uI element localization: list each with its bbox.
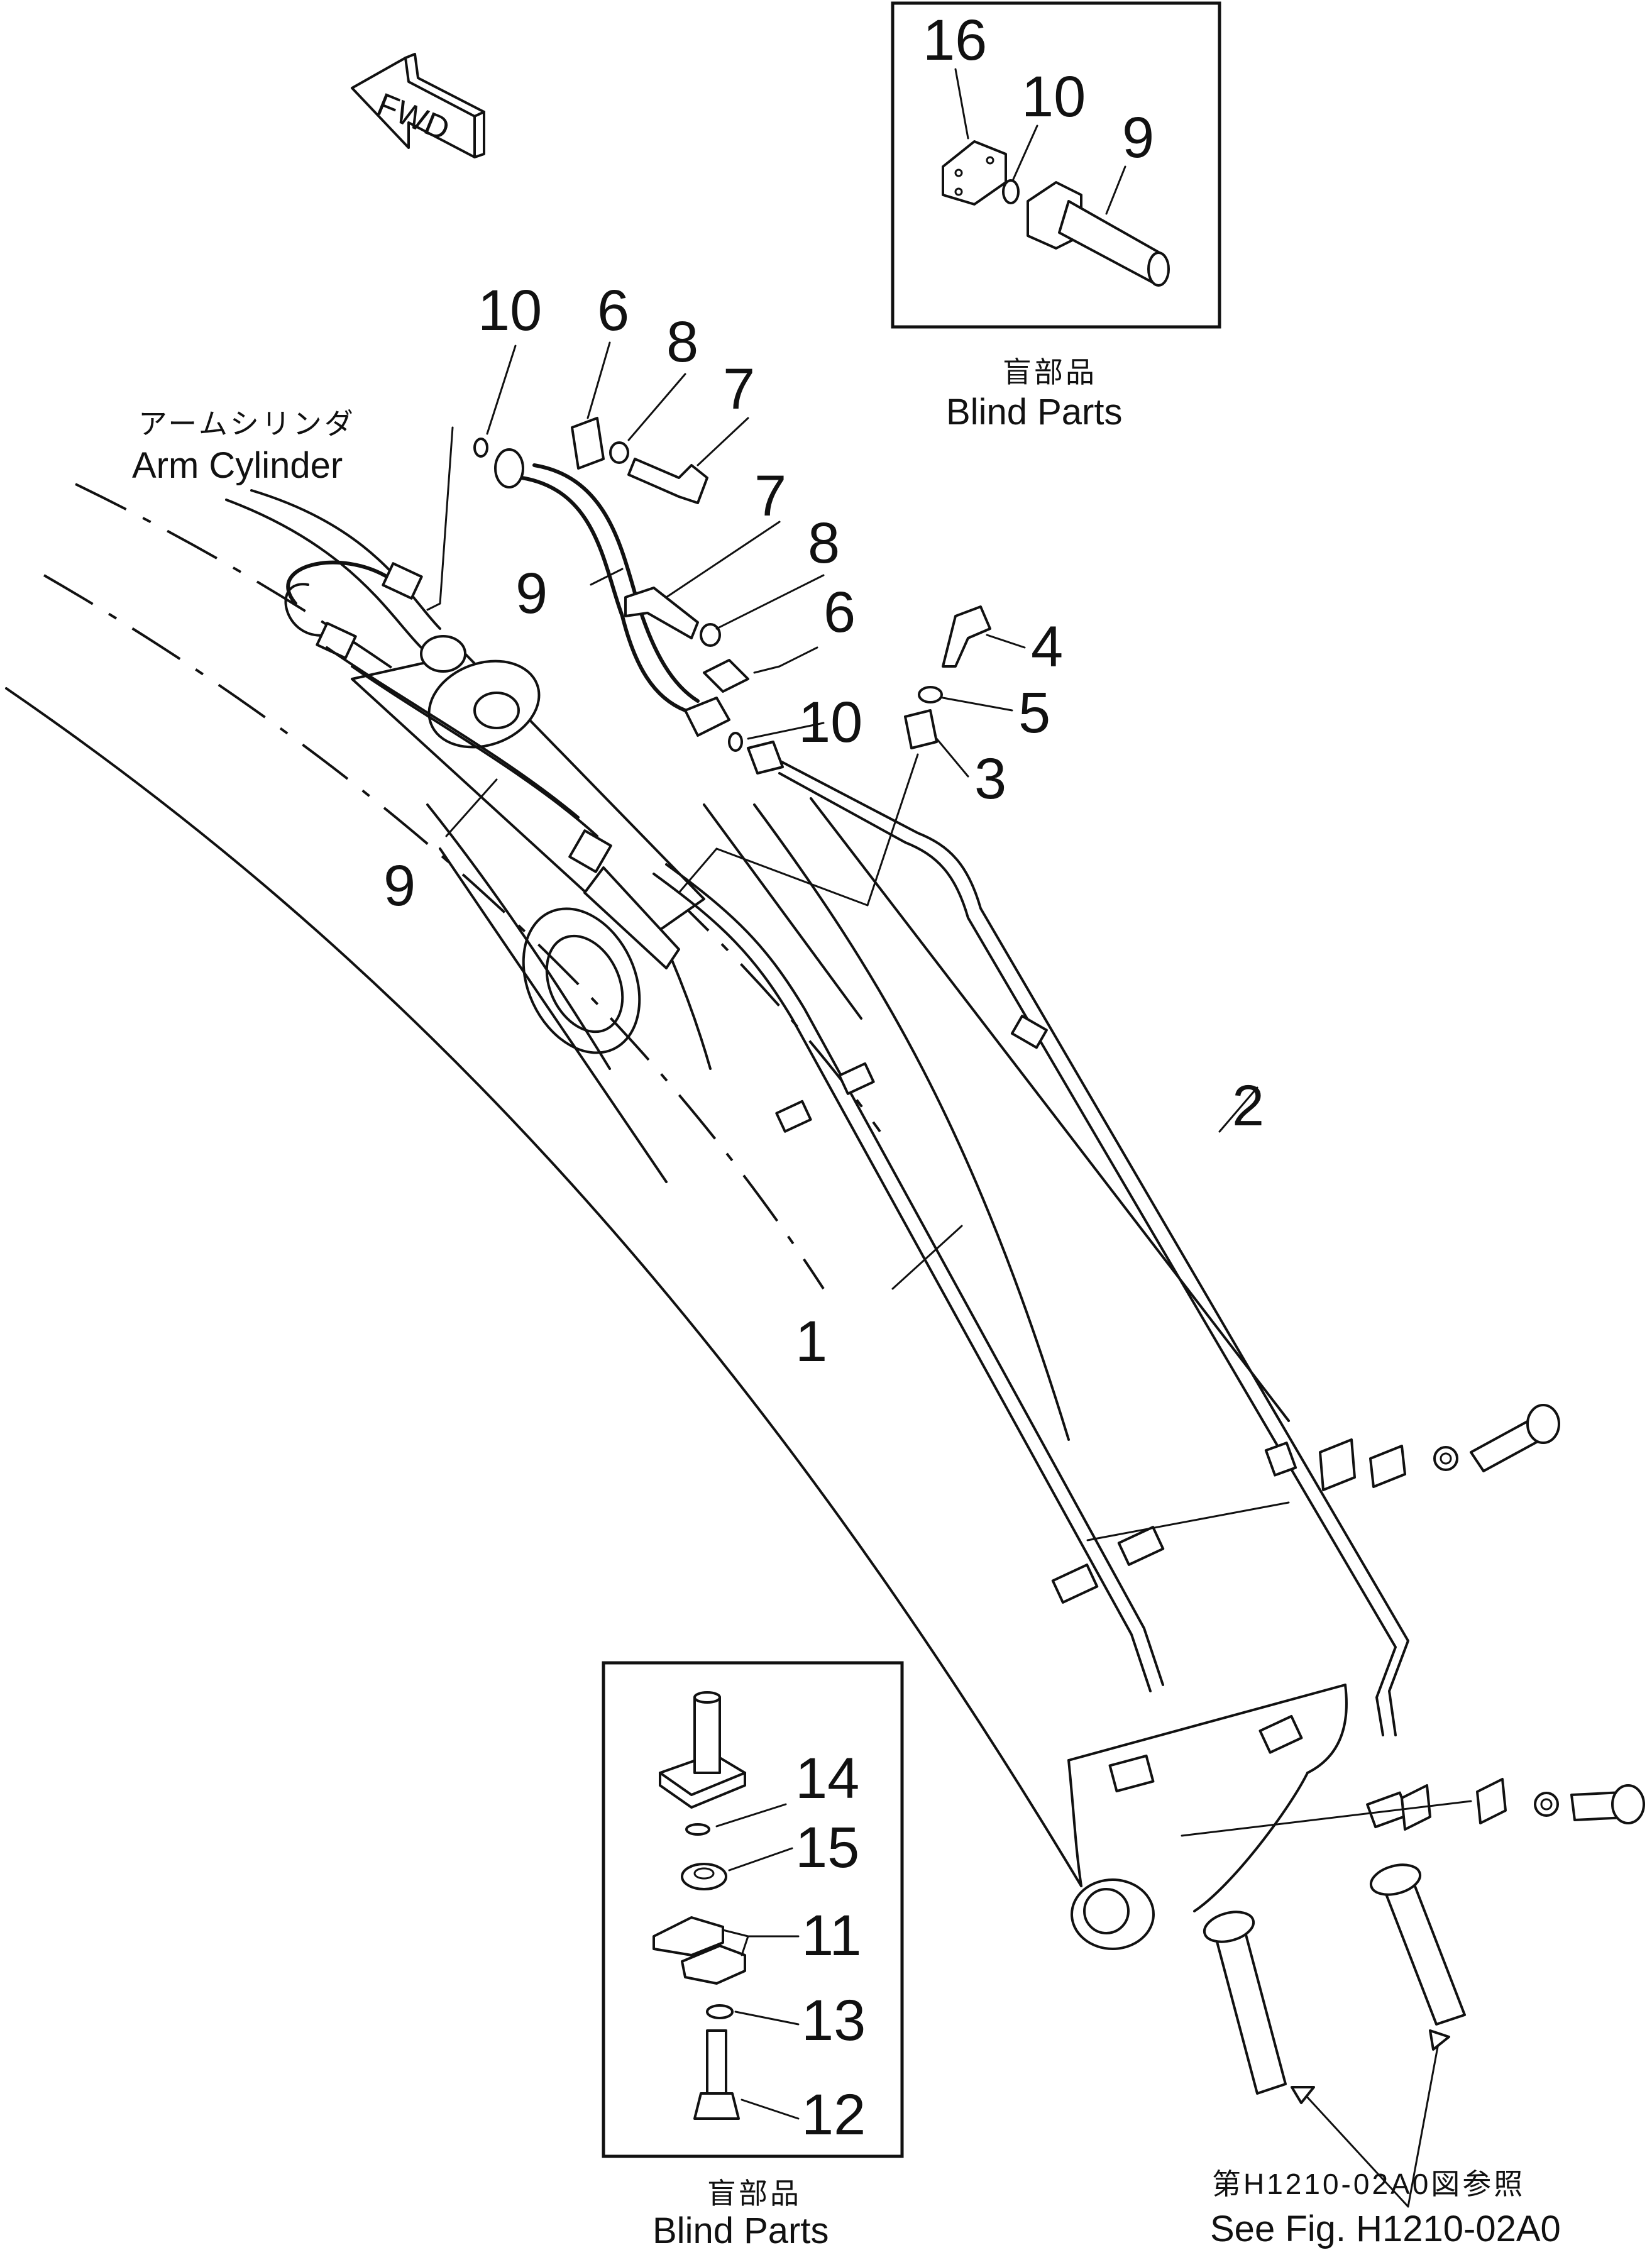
pipe-clamps	[775, 1015, 1409, 1829]
callout-7-upper: 7	[723, 357, 755, 421]
callout-8-upper: 8	[666, 310, 698, 374]
boom-body	[5, 483, 1348, 1950]
split-flange-6a-icon	[571, 417, 605, 470]
callout-14: 14	[795, 1746, 859, 1811]
callout-7-lower: 7	[754, 464, 786, 528]
callout-9-hose: 9	[515, 561, 548, 626]
fwd-arrow-icon: FWD	[351, 53, 485, 158]
washer-8a-icon	[609, 441, 629, 464]
callout-1: 1	[795, 1310, 827, 1374]
blind-parts-box-top	[891, 1, 1221, 329]
arm-cylinder-en: Arm Cylinder	[132, 445, 343, 486]
callout-10-upper: 10	[478, 278, 542, 343]
pipe-ends-lower	[1203, 1863, 1466, 2095]
pipe-1	[653, 863, 1164, 1692]
spacer-15-icon	[681, 1863, 727, 1890]
blind-parts-bottom-en: Blind Parts	[653, 2210, 829, 2250]
callout-4: 4	[1031, 615, 1063, 679]
blind-plug-icon	[942, 140, 1007, 206]
callout-10-lower: 10	[798, 690, 862, 754]
blind-parts-top-jp: 盲部品	[1003, 356, 1097, 389]
bolt-7b-icon	[624, 587, 699, 639]
callout-3: 3	[974, 747, 1006, 811]
see-fig-en: See Fig. H1210-02A0	[1210, 2209, 1561, 2249]
callout-16: 16	[923, 8, 987, 72]
callout-6-upper: 6	[597, 278, 629, 343]
clamp-set-upper	[1319, 1404, 1560, 1491]
bolt-4-icon	[942, 605, 991, 668]
blind-parts-top-en: Blind Parts	[946, 392, 1122, 433]
bolt-7a-icon	[627, 458, 708, 504]
hose-9	[520, 463, 700, 712]
callout-5: 5	[1018, 681, 1050, 745]
bolt-12-icon	[693, 2029, 740, 2120]
callout-11: 11	[801, 1904, 862, 1968]
callout-10-top: 10	[1021, 65, 1086, 129]
callout-9-top: 9	[1122, 106, 1154, 170]
o-ring-14-icon	[685, 1823, 710, 1836]
o-ring-10a-icon	[473, 438, 488, 458]
washer-8b-icon	[700, 623, 721, 647]
arm-cylinder	[351, 653, 705, 969]
washer-5-icon	[918, 686, 943, 703]
see-fig-jp: 第H1210-02A0図参照	[1212, 2168, 1525, 2200]
washer-13-icon	[706, 2004, 734, 2019]
callout-9-cylinder: 9	[383, 854, 416, 918]
flange-pipe-icon	[1027, 181, 1170, 287]
split-flange-6b-icon	[703, 659, 749, 693]
pipe-2	[778, 759, 1409, 1736]
blind-parts-box-bottom	[602, 1661, 904, 2158]
callout-13: 13	[801, 1988, 866, 2053]
blind-parts-bottom-jp: 盲部品	[707, 2177, 801, 2210]
o-ring-10b-icon	[728, 732, 743, 752]
callout-12: 12	[801, 2083, 866, 2147]
arm-cylinder-jp: アームシリンダ	[138, 407, 356, 440]
pipe-flange-icon	[747, 741, 784, 775]
callout-15: 15	[795, 1816, 859, 1880]
blind-pipe-icon	[659, 1691, 746, 1809]
split-flange-11-icon	[653, 1916, 746, 1985]
callout-8-lower: 8	[808, 511, 840, 575]
o-ring-icon	[1002, 179, 1020, 204]
clamp-3-icon	[904, 709, 938, 749]
callout-6-lower: 6	[823, 580, 856, 644]
callout-2: 2	[1232, 1074, 1264, 1138]
